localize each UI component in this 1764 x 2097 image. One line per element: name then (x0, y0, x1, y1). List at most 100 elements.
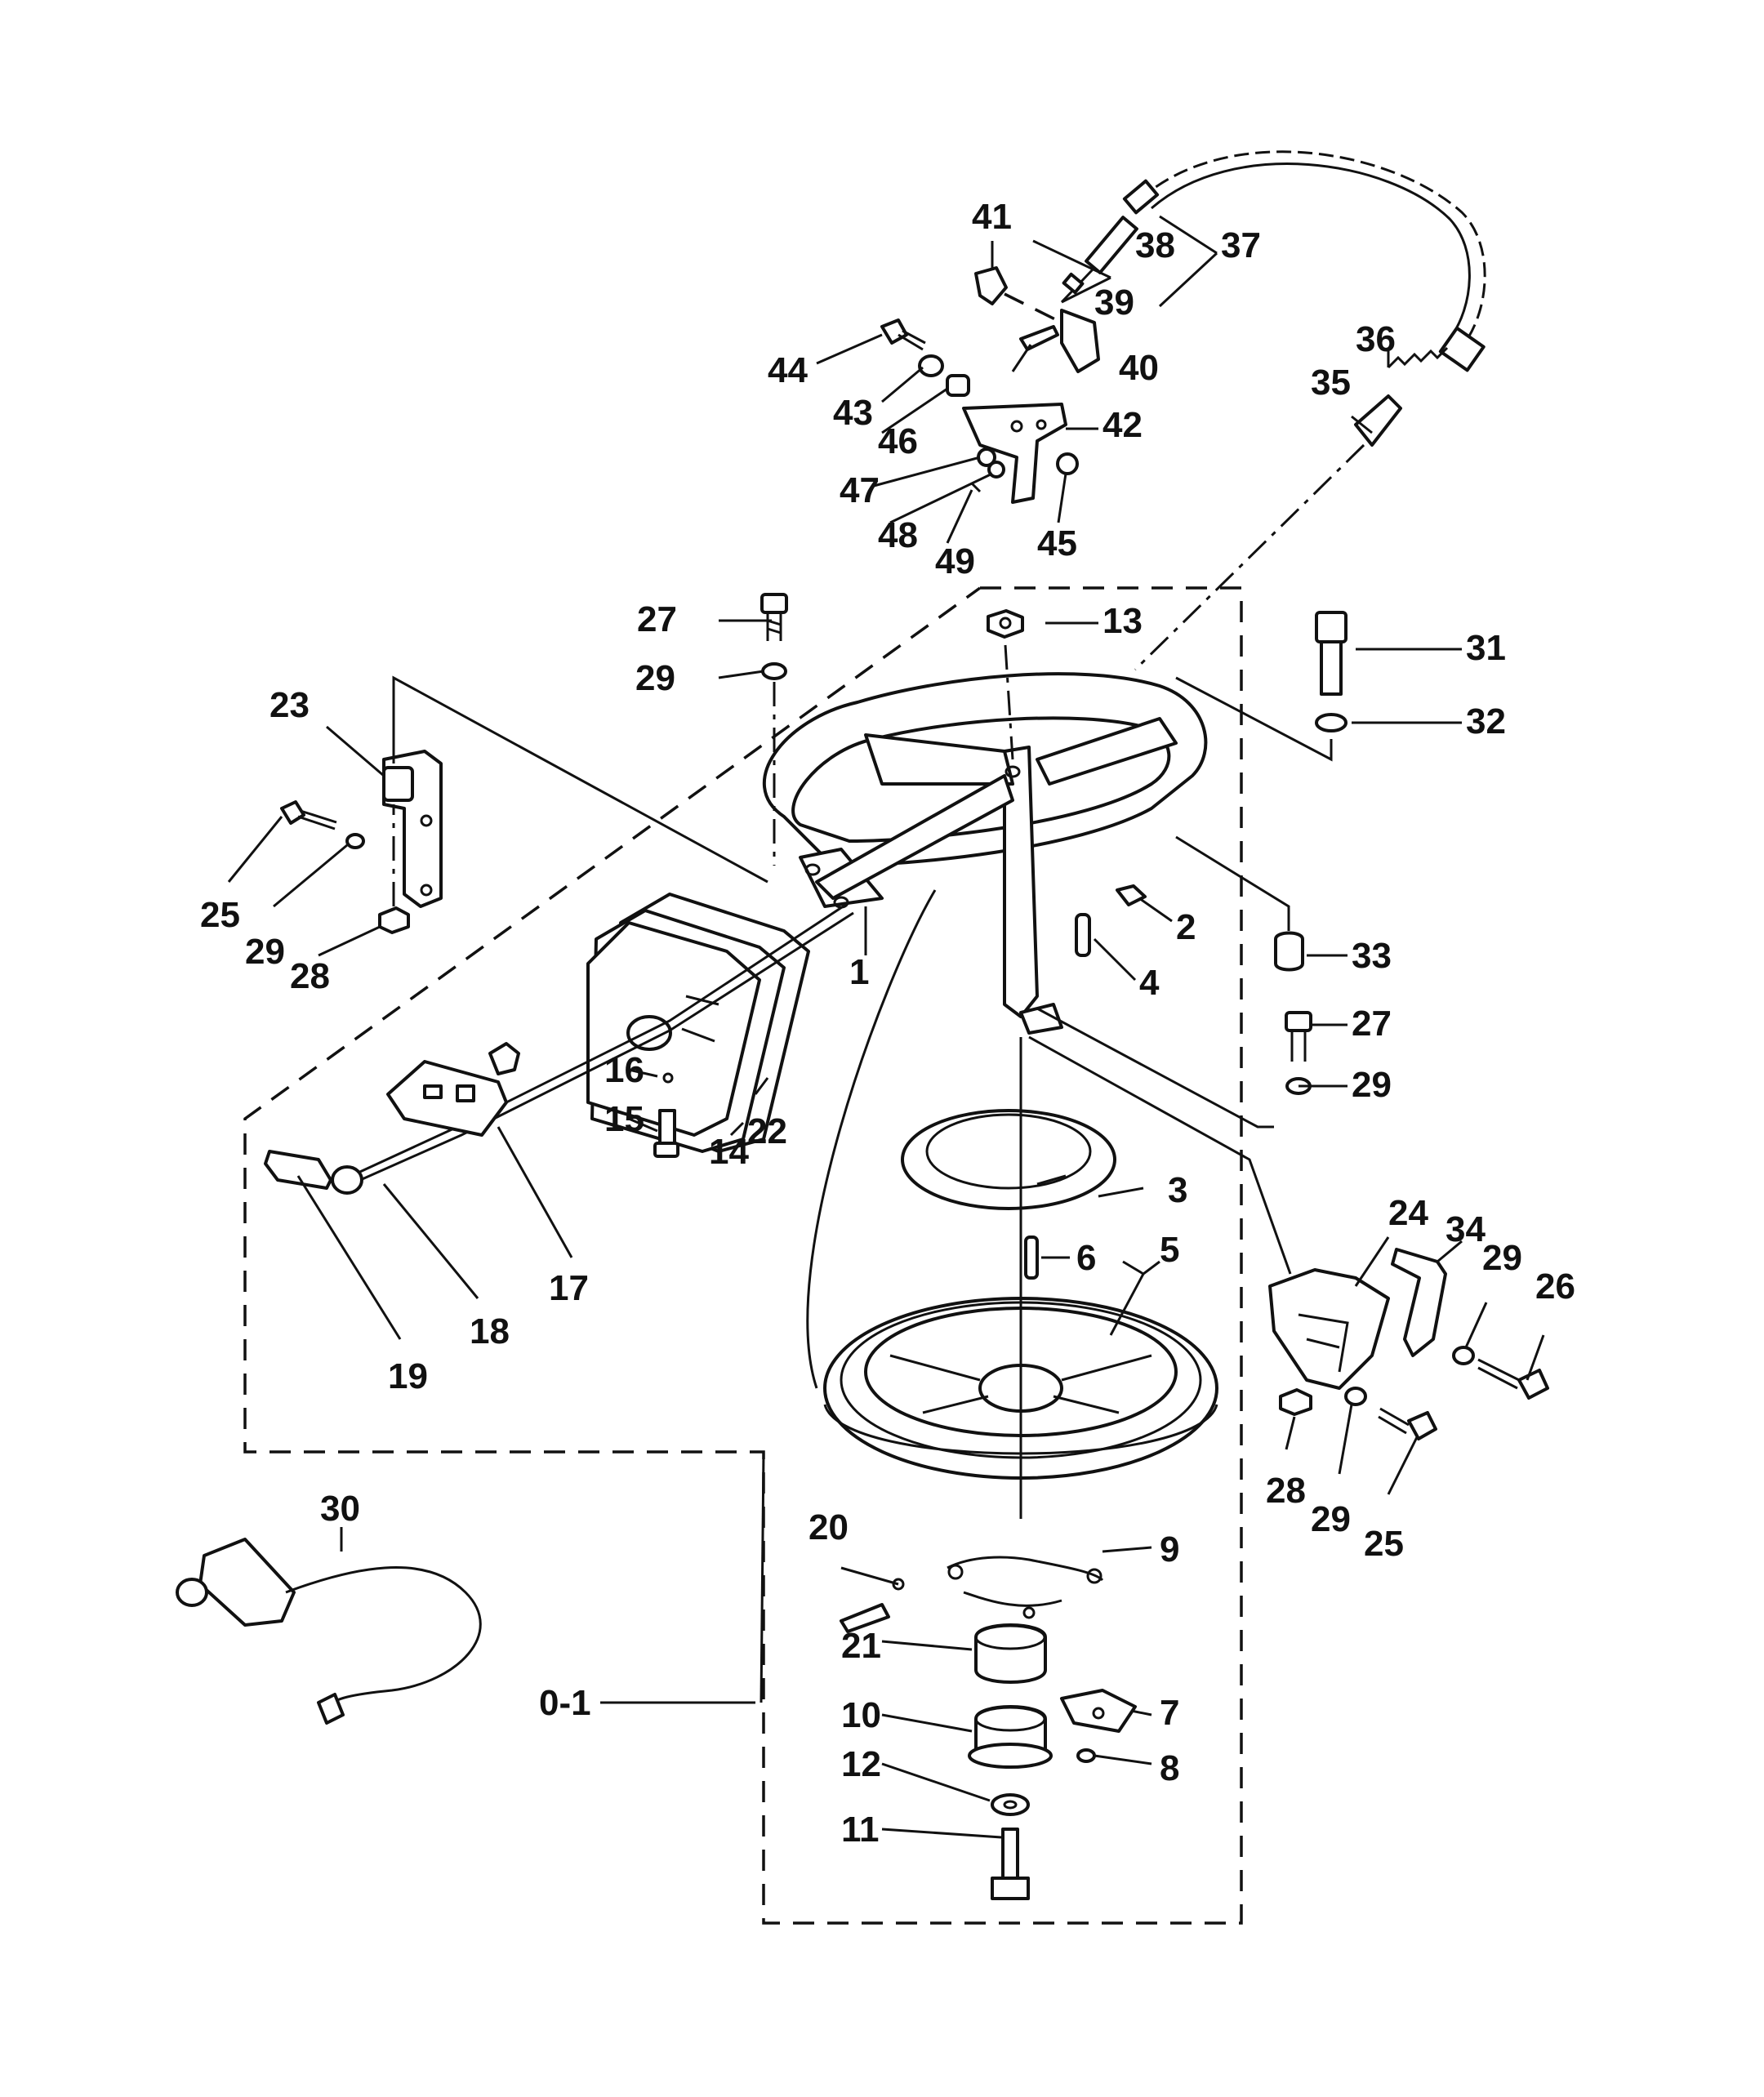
washer-32 (1315, 713, 1348, 732)
screw-44 (880, 318, 926, 351)
callout-27a: 27 (637, 599, 677, 639)
sleeve-35 (1354, 394, 1402, 447)
washer-45 (1056, 452, 1079, 475)
callout-47: 47 (840, 470, 880, 510)
screw-26 (1477, 1358, 1549, 1400)
bolt-31 (1315, 611, 1348, 696)
callout-36: 36 (1356, 319, 1396, 359)
callout-16: 16 (604, 1050, 644, 1090)
callout-01: 0-1 (539, 1683, 591, 1723)
callout-14: 14 (709, 1132, 749, 1172)
callout-23: 23 (270, 685, 310, 725)
callout-10: 10 (841, 1695, 881, 1735)
callout-32: 32 (1466, 701, 1506, 741)
callout-41: 41 (972, 197, 1012, 237)
pin-4 (1075, 913, 1091, 957)
lever-34 (1391, 1248, 1447, 1357)
spring-36 (1387, 346, 1449, 369)
pin-40-stem (1011, 325, 1059, 372)
callout-39: 39 (1094, 283, 1134, 323)
bracket-23-leader (392, 675, 768, 884)
callout-29a: 29 (635, 658, 675, 698)
callout-13: 13 (1102, 601, 1143, 641)
callout-1: 1 (849, 952, 869, 992)
callout-34: 34 (1446, 1209, 1486, 1249)
handle-17 (386, 1060, 508, 1137)
callout-28b: 28 (1266, 1471, 1306, 1511)
washer-29-bottom (1344, 1387, 1367, 1406)
bracket-42 (962, 403, 1067, 504)
insert-19 (264, 1150, 332, 1190)
lanyard-30 (176, 1538, 482, 1725)
screw-27-right (1285, 1011, 1312, 1062)
callout-37: 37 (1221, 225, 1261, 265)
callout-19: 19 (388, 1356, 428, 1396)
pin-20 (840, 1578, 905, 1633)
clip-2 (1116, 884, 1147, 906)
bracket-24 (1268, 1268, 1390, 1390)
callout-3: 3 (1168, 1170, 1187, 1210)
callout-12: 12 (841, 1744, 881, 1784)
callout-40: 40 (1119, 348, 1159, 388)
callout-28a: 28 (290, 956, 330, 996)
callout-20: 20 (808, 1507, 849, 1547)
retainer-10 (968, 1705, 1053, 1769)
callout-18: 18 (470, 1311, 510, 1351)
callout-25b: 25 (1364, 1524, 1404, 1564)
screw-25-right (1378, 1407, 1437, 1440)
callout-48: 48 (878, 515, 918, 555)
callout-7: 7 (1160, 1693, 1179, 1733)
pin-41 (974, 266, 1062, 324)
callout-24: 24 (1388, 1193, 1428, 1233)
throttle-cable-37 (1122, 150, 1486, 372)
callout-9: 9 (1160, 1529, 1179, 1569)
callout-29e: 29 (1311, 1499, 1351, 1539)
clip-47-48 (977, 447, 1005, 479)
callout-2: 2 (1176, 907, 1196, 947)
callout-33: 33 (1352, 936, 1392, 976)
callout-35: 35 (1311, 363, 1351, 403)
callout-45: 45 (1037, 523, 1077, 563)
callout-5: 5 (1160, 1230, 1179, 1270)
starter-housing-1 (762, 672, 1208, 1389)
callout-6: 6 (1076, 1238, 1096, 1278)
callout-25a: 25 (200, 895, 240, 935)
callout-44: 44 (768, 350, 808, 390)
assembly-boundary-dashed (243, 586, 1243, 1925)
cable-fitting-38 (1060, 216, 1138, 304)
screw-25-left (280, 800, 337, 830)
nut-13 (987, 609, 1024, 760)
rewind-spring-3 (901, 1109, 1116, 1210)
callout-30: 30 (320, 1489, 360, 1529)
callout-49: 49 (935, 541, 975, 581)
screw-11 (991, 1828, 1030, 1900)
callout-29c: 29 (1352, 1065, 1392, 1105)
nut-43 (918, 354, 944, 377)
stud-16 (662, 1072, 674, 1084)
callout-11: 11 (841, 1810, 880, 1850)
washer-29-lever (1452, 1346, 1475, 1365)
callout-labels: 41 38 37 39 40 44 36 35 43 46 42 47 48 4… (200, 197, 1575, 1850)
callout-31: 31 (1466, 628, 1506, 668)
washer-29-left (345, 833, 365, 849)
callout-4: 4 (1139, 963, 1160, 1003)
bracket-24-leader (1036, 1007, 1274, 1129)
washer-12 (991, 1793, 1030, 1816)
cable-leader-dashdot (1134, 443, 1365, 671)
pawl-7 (1060, 1689, 1137, 1733)
starter-rope-2 (350, 911, 854, 1186)
screw-27-upper (760, 593, 788, 641)
bolt-31-leader (1175, 676, 1333, 762)
callout-29d: 29 (1482, 1238, 1522, 1278)
nut-28-right (1279, 1388, 1312, 1416)
callout-27b: 27 (1352, 1004, 1392, 1044)
bracket-23 (382, 750, 443, 908)
pin-8 (1076, 1748, 1096, 1763)
callout-43: 43 (833, 393, 873, 433)
callout-22: 22 (747, 1111, 787, 1151)
screw-15 (653, 1109, 679, 1158)
grommet-33 (1175, 835, 1304, 972)
leader-lines (227, 215, 1545, 1839)
starter-rope (350, 901, 850, 1178)
